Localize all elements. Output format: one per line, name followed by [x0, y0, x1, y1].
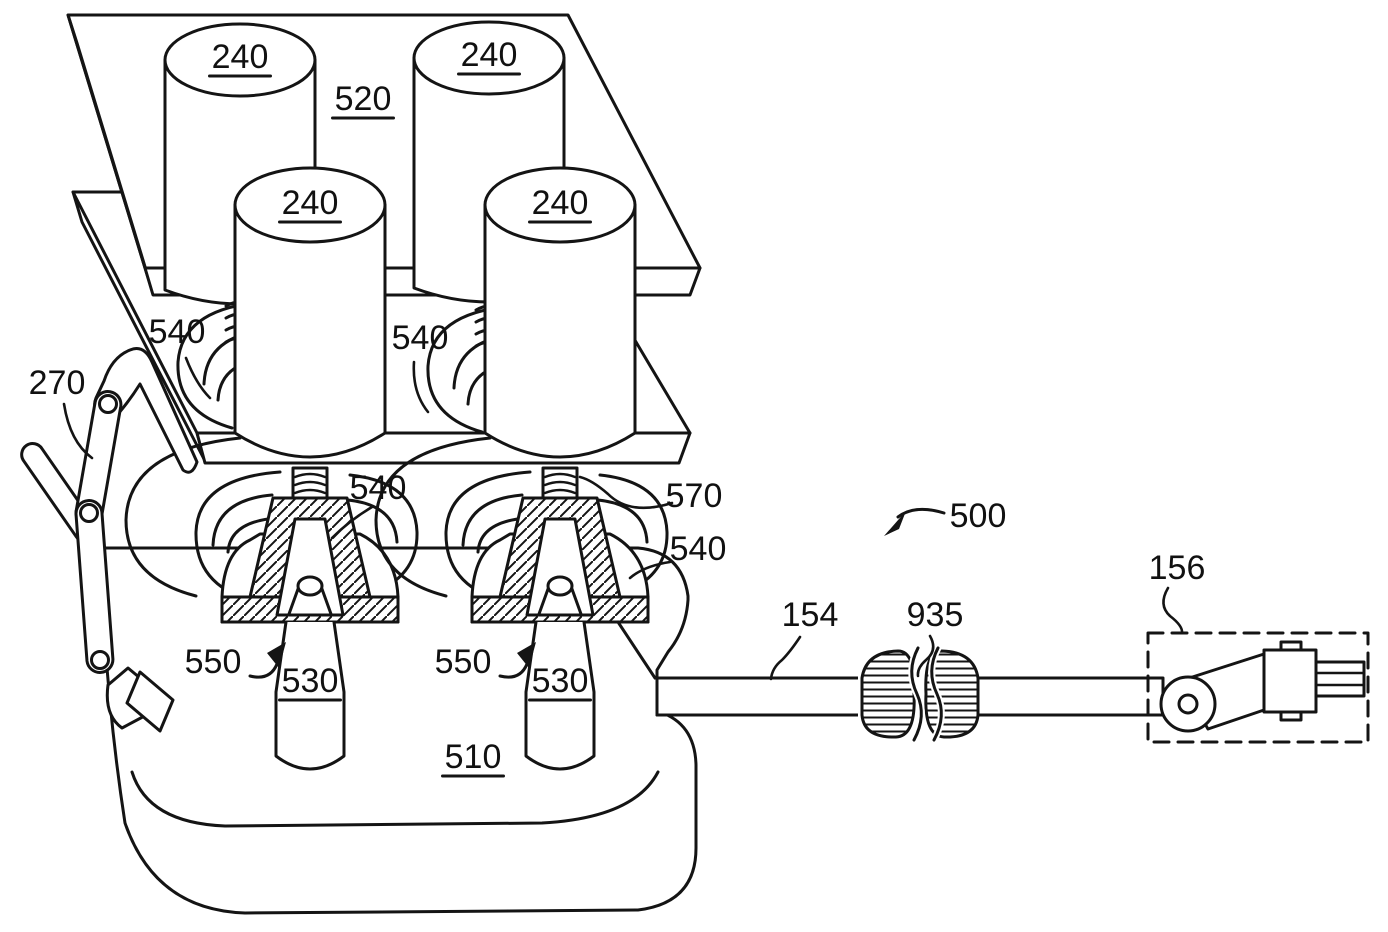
ref-510: 510 — [445, 738, 502, 776]
ref-570: 570 — [666, 477, 723, 515]
dashed-boundary-box — [1146, 631, 1370, 744]
ref-530-right: 530 — [532, 662, 589, 700]
leader-270 — [62, 402, 94, 460]
arrow-500-curve — [896, 507, 946, 519]
ref-540-upper-left: 540 — [149, 313, 206, 351]
leader-156 — [1162, 586, 1184, 635]
leader-154 — [769, 635, 802, 681]
clevis-block — [1262, 648, 1318, 714]
ref-540-mid: 540 — [350, 469, 407, 507]
pivot-hole-top — [98, 394, 118, 414]
clevis-tab-bottom — [1279, 710, 1303, 722]
leader-155 — [916, 634, 935, 678]
leader-540-upper-mid — [412, 360, 430, 414]
ref-270: 270 — [29, 364, 86, 402]
rod-154 — [655, 644, 1165, 744]
break-lump-left — [860, 649, 916, 739]
ref-550-right: 550 — [435, 643, 492, 681]
leader-540-mid — [330, 505, 374, 540]
ref-240-front-left: 240 — [282, 184, 339, 222]
pivot-hole-mid — [79, 503, 99, 523]
ref-500: 500 — [950, 497, 1007, 535]
clamp-lower-link — [74, 499, 115, 674]
ref-240-front-right: 240 — [532, 184, 589, 222]
leader-540-upper-left — [184, 356, 212, 400]
clamp-linkage-270 — [20, 347, 199, 733]
ref-240-rear-left: 240 — [212, 38, 269, 76]
clamp-foot-tab — [125, 670, 175, 733]
base-right-shoulder-line — [616, 620, 657, 680]
leader-lines — [62, 356, 1184, 681]
ref-155: 935 — [907, 596, 964, 634]
ref-530-left: 530 — [282, 662, 339, 700]
connector-156 — [1146, 631, 1370, 744]
ref-156: 156 — [1149, 549, 1206, 587]
clevis-eye-hole — [1177, 693, 1199, 715]
clevis-shaft — [1314, 660, 1366, 698]
leader-540-right — [628, 560, 672, 580]
reference-numerals: 240 240 240 240 520 270 540 540 540 540 570 550 550 5… — [29, 36, 1206, 778]
ref-154: 154 — [782, 596, 839, 634]
clevis-tab-top — [1279, 640, 1303, 652]
ref-240-rear-right: 240 — [461, 36, 518, 74]
ref-550-left: 550 — [185, 643, 242, 681]
leader-570 — [578, 475, 674, 510]
ref-540-upper-mid: 540 — [392, 319, 449, 357]
arrow-500-head — [884, 511, 906, 536]
ref-540-right: 540 — [670, 530, 727, 568]
ref-520: 520 — [335, 80, 392, 118]
pivot-hole-bottom — [90, 650, 110, 670]
